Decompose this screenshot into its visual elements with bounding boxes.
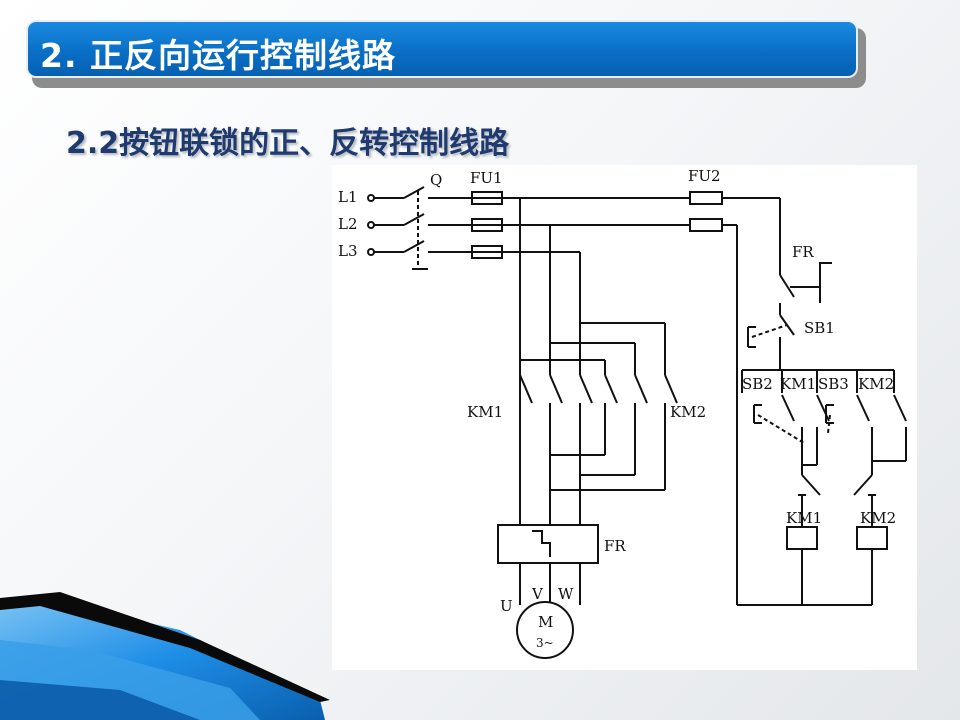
fuse-fu2-a (689, 191, 723, 205)
switch-q (403, 186, 472, 270)
button-sb2-branch (753, 394, 830, 466)
label-km2-coil: KM2 (860, 509, 896, 527)
label-l1: L1 (338, 188, 358, 206)
label-fu2: FU2 (688, 167, 721, 185)
label-km1-aux: KM1 (780, 375, 816, 393)
coil-km2 (856, 526, 888, 550)
label-u: U (500, 597, 513, 615)
fuse-fu2-b (689, 218, 723, 232)
label-motor-m: M (538, 613, 553, 631)
label-fr-control: FR (792, 243, 814, 261)
label-fu1: FU1 (470, 169, 503, 187)
coil-km1 (786, 526, 818, 550)
label-km2-main: KM2 (670, 403, 706, 421)
label-l3: L3 (338, 242, 358, 260)
circuit-diagram: L1 L2 L3 Q FU1 (332, 165, 917, 670)
label-v: V (531, 585, 544, 603)
terminal-l1 (367, 194, 375, 202)
label-sb1: SB1 (804, 319, 835, 337)
label-q: Q (430, 171, 442, 189)
label-l2: L2 (338, 215, 358, 233)
interlock-contacts (798, 461, 876, 510)
terminal-l3 (367, 248, 375, 256)
label-sb2: SB2 (742, 375, 773, 393)
label-km1-coil: KM1 (786, 509, 822, 527)
label-km2-aux: KM2 (858, 375, 894, 393)
label-fr-main: FR (604, 537, 626, 555)
contacts-km1-main (519, 374, 593, 495)
button-sb1 (747, 314, 795, 370)
label-sb3: SB3 (818, 375, 849, 393)
contact-fr-nc (779, 262, 832, 315)
contacts-km2-main (604, 374, 678, 490)
title-bar (26, 20, 858, 78)
slide-subtitle: 2.2按钮联锁的正、反转控制线路 (66, 126, 510, 161)
button-sb3-branch (825, 394, 907, 462)
label-km1-main: KM1 (467, 403, 503, 421)
slide-title: 2. 正反向运行控制线路 (40, 36, 396, 75)
motor-symbol (516, 601, 574, 659)
label-w: W (558, 585, 574, 603)
terminal-l2 (367, 221, 375, 229)
label-motor-3: 3~ (536, 636, 554, 650)
